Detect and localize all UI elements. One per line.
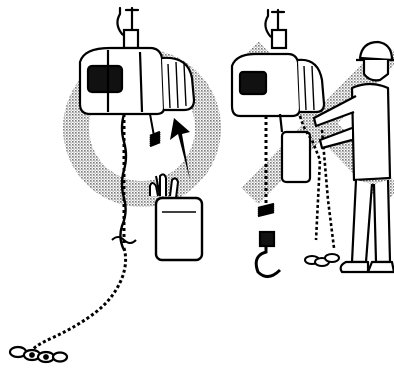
pendant-control-box	[156, 198, 202, 260]
load-chain-left	[120, 114, 126, 250]
correct-usage-panel	[10, 8, 208, 362]
top-hook-right	[265, 10, 286, 48]
hand-holding-pendant	[150, 174, 178, 198]
bottom-hook-block	[256, 204, 280, 277]
incorrect-usage-panel	[232, 10, 394, 277]
hoist-body-right	[232, 54, 324, 116]
top-hook-left	[117, 8, 138, 48]
chain-end-on-floor	[10, 347, 67, 362]
chain-end-right	[305, 254, 339, 266]
slack-chain-left	[32, 248, 126, 350]
